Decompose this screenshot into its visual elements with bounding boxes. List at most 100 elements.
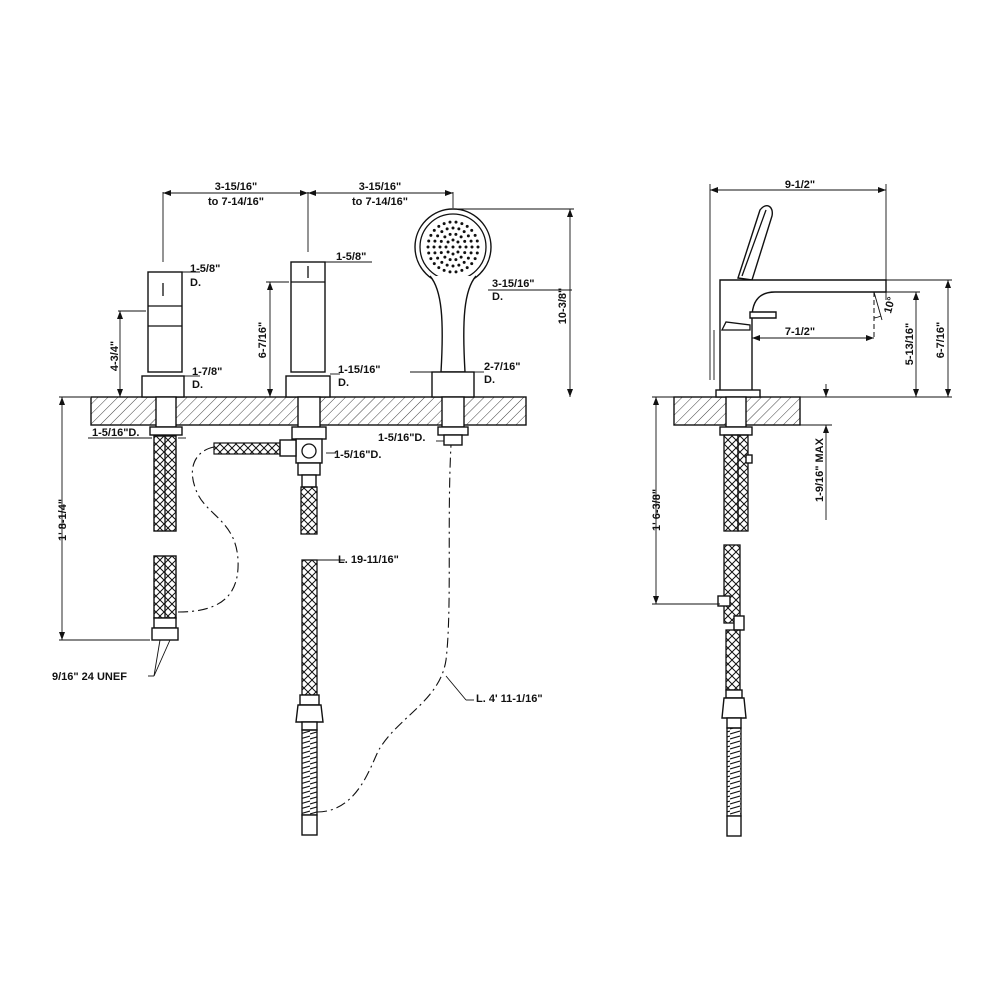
- nozzle-dot: [454, 220, 458, 224]
- nozzle-dot: [442, 268, 446, 272]
- nozzle-dot: [432, 245, 436, 249]
- nozzle-dot: [437, 266, 441, 270]
- nozzle-dot: [460, 268, 464, 272]
- nozzle-dot: [475, 251, 479, 255]
- handshower-hose-coil: [301, 729, 318, 816]
- nozzle-dot: [470, 228, 474, 232]
- overall-height: 10-3/8": [557, 288, 569, 324]
- valve-shank-dia: 1-5/16"D.: [92, 427, 139, 439]
- nozzle-dot: [448, 220, 452, 224]
- side-hose-bottom: [725, 629, 741, 691]
- nozzle-dot: [439, 239, 443, 243]
- nozzle-dot: [451, 238, 455, 242]
- spacing-right-range: to 7-14/16": [352, 196, 408, 208]
- nozzle-dot: [475, 239, 479, 243]
- nozzle-dot: [457, 227, 461, 231]
- diverter-hose: [213, 442, 281, 455]
- nozzle-dot: [454, 270, 458, 274]
- side-angle: 10°: [882, 296, 898, 315]
- nozzle-dot: [473, 257, 477, 261]
- handshower-dia: 3-15/16": [492, 278, 535, 290]
- nozzle-dot: [457, 263, 461, 267]
- nozzle-dot: [465, 224, 469, 228]
- nozzle-dot: [463, 251, 467, 255]
- nozzle-dot: [462, 260, 466, 264]
- valve-base-dia-d: D.: [192, 379, 203, 391]
- valve-head-dia: 1-5/8": [190, 263, 220, 275]
- handshower-nozzles: [426, 220, 480, 274]
- nozzle-dot: [470, 245, 474, 249]
- valve-head-dia-d: D.: [190, 277, 201, 289]
- nozzle-dot: [465, 266, 469, 270]
- nozzle-dot: [460, 222, 464, 226]
- side-hose-lower: [723, 544, 741, 624]
- spout-hose-upper: [300, 486, 318, 535]
- nozzle-dot: [459, 235, 463, 239]
- nozzle-dot: [464, 245, 468, 249]
- nozzle-dot: [466, 256, 470, 260]
- nozzle-dot: [466, 234, 470, 238]
- side-spout-height: 6-7/16": [935, 322, 947, 358]
- spout-body: [285, 261, 372, 398]
- nozzle-dot: [433, 239, 437, 243]
- nozzle-dot: [469, 251, 473, 255]
- nozzle-dot: [448, 232, 452, 236]
- nozzle-dot: [432, 228, 436, 232]
- nozzle-dot: [459, 255, 463, 259]
- nozzle-dot: [426, 245, 430, 249]
- nozzle-dot: [445, 263, 449, 267]
- front-view: 3-15/16" to 7-14/16" 3-15/16" to 7-14/16…: [52, 181, 574, 836]
- nozzle-dot: [446, 240, 450, 244]
- spout-hose-lower: [301, 559, 318, 696]
- spout-head-dia: 1-5/8": [336, 251, 366, 263]
- nozzle-dot: [436, 234, 440, 238]
- nozzle-dot: [454, 232, 458, 236]
- spout-height: 6-7/16": [257, 322, 269, 358]
- valve-height: 4-3/4": [109, 341, 121, 371]
- spout-hose-length: L. 19-11/16": [338, 554, 399, 566]
- nozzle-dot: [438, 245, 442, 249]
- side-below-deck-length: 1' 6-3/8": [651, 489, 663, 531]
- side-view: 9-1/2" 10° 7-1/2" 5-13/16" 6-7/16": [651, 179, 952, 837]
- nozzle-dot: [439, 251, 443, 255]
- nozzle-dot: [433, 251, 437, 255]
- side-overall-depth: 9-1/2": [785, 179, 815, 191]
- nozzle-dot: [429, 233, 433, 237]
- nozzle-dot: [442, 222, 446, 226]
- nozzle-dot: [444, 245, 448, 249]
- nozzle-dot: [446, 250, 450, 254]
- nozzle-dot: [462, 230, 466, 234]
- nozzle-dot: [427, 251, 431, 255]
- side-spout-reach: 7-1/2": [785, 326, 815, 338]
- nozzle-dot: [443, 255, 447, 259]
- nozzle-dot: [451, 226, 455, 230]
- nozzle-dot: [476, 245, 480, 249]
- nozzle-dot: [432, 262, 436, 266]
- nozzle-dot: [436, 256, 440, 260]
- spout-base-dia-d: D.: [338, 377, 349, 389]
- nozzle-dot: [456, 250, 460, 254]
- nozzle-dot: [473, 233, 477, 237]
- valve-base-dia: 1-7/8": [192, 366, 222, 378]
- handshower-dia-d: D.: [492, 291, 503, 303]
- nozzle-dot: [445, 227, 449, 231]
- nozzle-dot: [427, 239, 431, 243]
- nozzle-dot: [470, 262, 474, 266]
- side-deck-thickness: 1-9/16" MAX: [814, 437, 826, 502]
- spacing-left-range: to 7-14/16": [208, 196, 264, 208]
- nozzle-dot: [456, 240, 460, 244]
- nozzle-dot: [443, 235, 447, 239]
- side-outlet-height: 5-13/16": [904, 323, 916, 366]
- nozzle-dot: [451, 252, 455, 256]
- side-hose-upper: [723, 434, 739, 532]
- valve-body: [141, 271, 200, 398]
- nozzle-dot: [469, 239, 473, 243]
- valve-below-deck-length: 1' 8-1/4": [57, 499, 69, 541]
- side-hose-upper-b: [737, 434, 749, 532]
- nozzle-dot: [458, 245, 462, 249]
- nozzle-dot: [451, 245, 455, 249]
- nozzle-dot: [451, 264, 455, 268]
- nozzle-dot: [437, 224, 441, 228]
- spacing-right-label: 3-15/16": [359, 181, 402, 193]
